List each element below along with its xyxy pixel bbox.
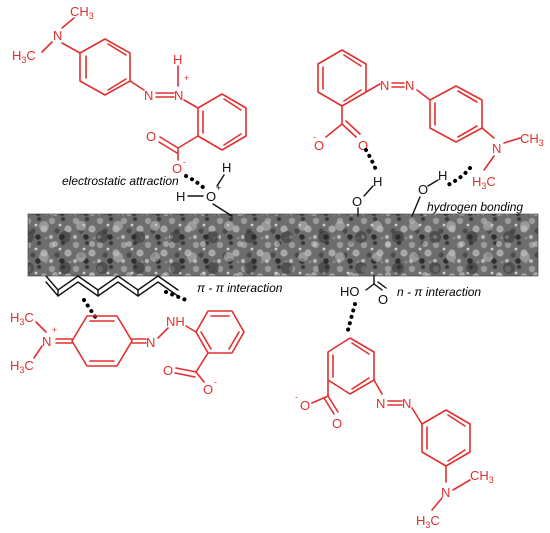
dye-molecule-pi-pi: H3C N + H3C N NH O O - (10, 310, 245, 397)
adsorbent-surface (27, 213, 539, 277)
carboxylate3-o-minus-label: O (203, 382, 213, 397)
electrostatic-dots (184, 174, 208, 192)
n-pi-dots (346, 302, 357, 332)
surface-o2-label: O (418, 182, 428, 197)
graphitic-layer (45, 275, 179, 297)
surface-o1-label: O (352, 194, 362, 209)
amine4-n-label: N (441, 485, 450, 500)
amine3-n-label: N (42, 334, 51, 349)
pi-pi-dots-1 (82, 298, 98, 320)
carboxylate3-minus-label: - (214, 377, 217, 387)
azo-plus-label: + (184, 73, 189, 83)
surface-h2-label: H (438, 168, 447, 183)
azo2-n1-label: N (380, 78, 389, 93)
azo-h-label: H (173, 52, 182, 67)
n-pi-interaction-label: n - π interaction (397, 285, 481, 299)
carboxylate2-minus-label: - (313, 132, 316, 142)
dye-molecule-n-pi: O - O N N N CH3 H3C (295, 337, 494, 530)
methyl2-right-label: CH3 (520, 131, 544, 148)
methyl3-bottom-label: H3C (10, 358, 34, 375)
carboxylate2-o-minus-label: O (314, 138, 324, 153)
carboxylate3-o-label: O (163, 363, 173, 378)
surface-carboxyl: HO O (340, 275, 388, 307)
hydrazone-n-label: N (146, 335, 155, 350)
methyl3-top-label: H3C (10, 310, 34, 327)
dye-molecule-hydrogen-bonding: O - O N N N CH3 H3C (313, 49, 544, 191)
surface-hydroxyl-2: O H (411, 168, 447, 217)
surface-hydroxyl-1: H O (352, 174, 382, 217)
hydronium-o-label: O (206, 189, 216, 204)
surface-carboxyl-o-label: O (378, 292, 388, 307)
carboxylate-o-label: O (172, 161, 182, 176)
surface-oh2-plus: O + H H (176, 160, 233, 217)
azo4-n1-label: N (376, 396, 385, 411)
azo2-n2-label: N (405, 78, 414, 93)
hydronium-plus-label: + (216, 183, 221, 193)
carboxylate4-minus-label: - (295, 392, 298, 402)
carbonyl-o-label: O (146, 129, 156, 144)
hydronium-h1-label: H (176, 189, 185, 204)
hydrogen-bonding-label: hydrogen bonding (427, 200, 523, 214)
azo-n1-label: N (144, 88, 153, 103)
methyl4-right-label: CH3 (470, 468, 494, 485)
electrostatic-attraction-label: electrostatic attraction (62, 174, 179, 188)
hbond-dots-2 (444, 166, 472, 188)
pi-pi-dots-2 (164, 290, 188, 302)
amine2-n-label: N (492, 141, 501, 156)
hbond-dots-1 (364, 148, 378, 172)
azo4-n2-label: N (402, 396, 411, 411)
methyl-top-label: CH3 (70, 4, 94, 21)
amine3-plus-label: + (52, 325, 57, 335)
dye-molecule-electrostatic: N CH3 H3C N N + H O O - (12, 4, 247, 176)
carboxylate4-o-label: O (332, 416, 342, 431)
pi-pi-interaction-label: π - π interaction (197, 281, 283, 295)
surface-h1-label: H (373, 174, 382, 189)
methyl4-left-label: H3C (416, 513, 440, 530)
methyl2-left-label: H3C (472, 174, 496, 191)
amine-n-label: N (53, 28, 62, 43)
carboxylate4-o-minus-label: O (300, 398, 310, 413)
azo-n2-label: N (174, 88, 183, 103)
surface-ho-label: HO (340, 284, 360, 299)
hydrazone-nh-label: NH (166, 314, 185, 329)
carboxylate-minus-label: - (183, 157, 186, 167)
carboxylate2-o-label: O (358, 138, 368, 153)
methyl-left-label: H3C (12, 48, 36, 65)
hydronium-h2-label: H (222, 160, 231, 175)
